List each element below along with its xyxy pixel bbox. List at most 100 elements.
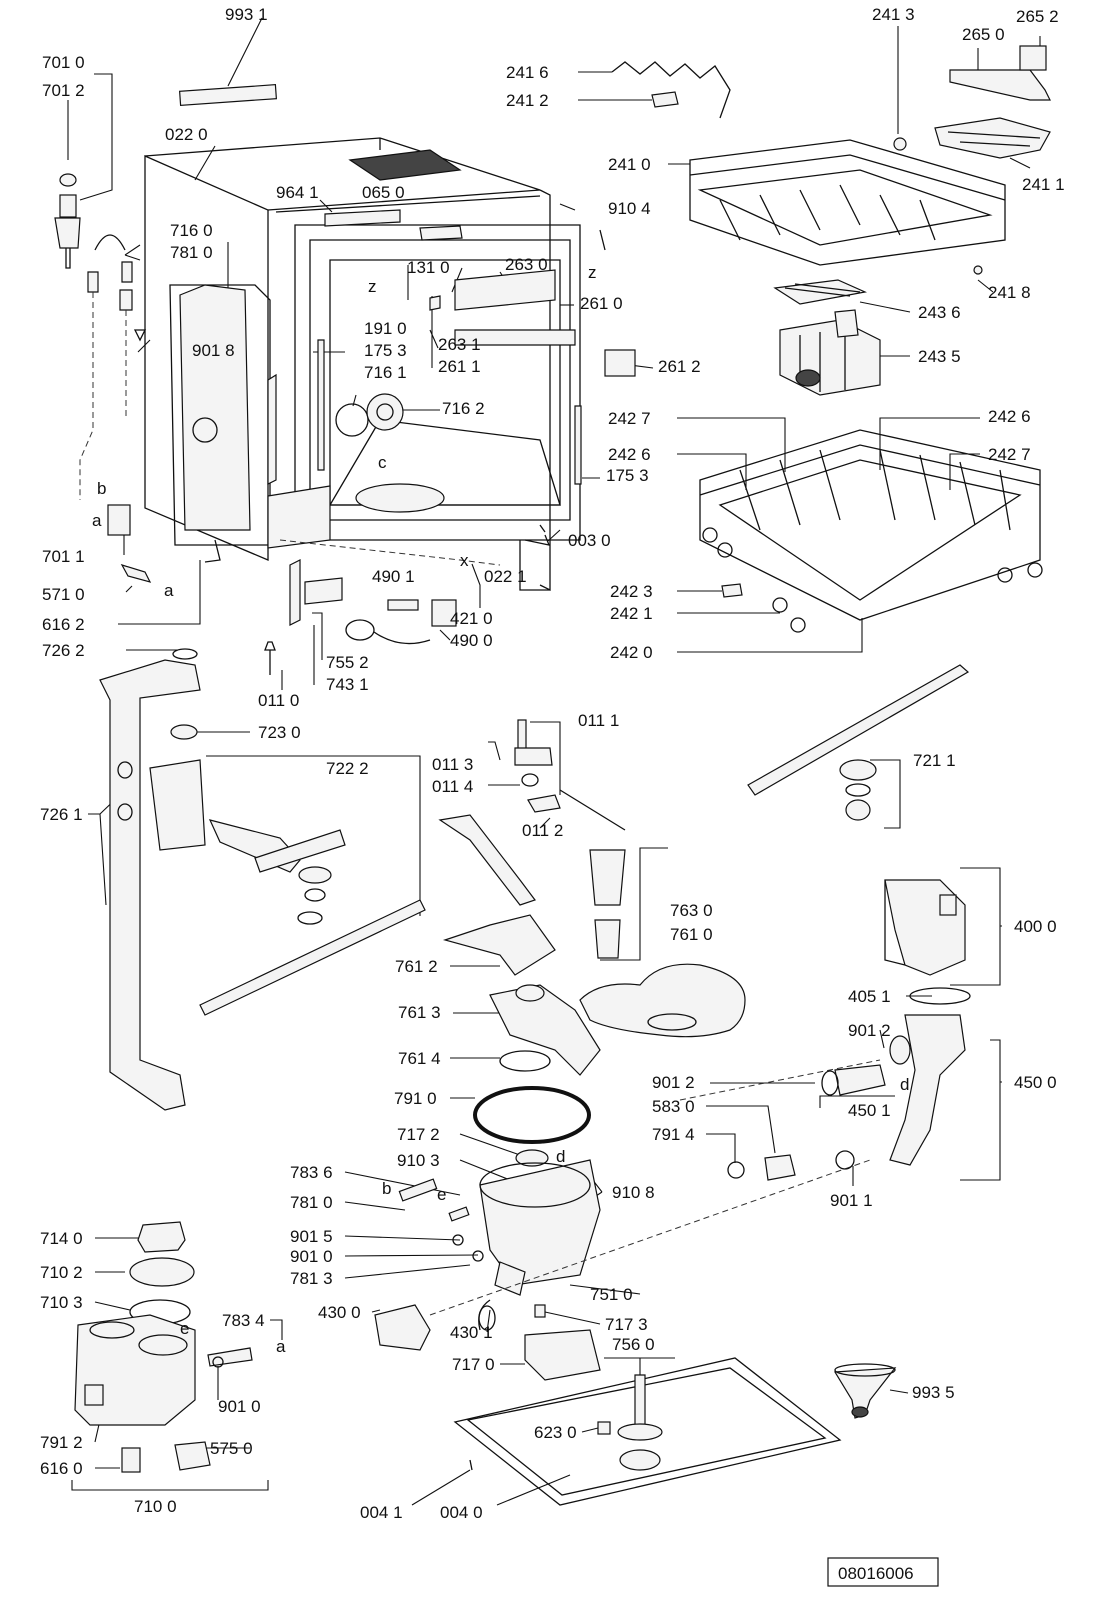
diagram-reference-code: 08016006 [827, 1557, 939, 1587]
part-number-labels: 993 1 701 0 701 2 022 0 964 1 065 0 910 … [40, 5, 1065, 1522]
part-label: 901 2 [652, 1073, 695, 1092]
part-label: 242 3 [610, 582, 653, 601]
part-label: 901 1 [830, 1191, 873, 1210]
part-label: 781 0 [290, 1193, 333, 1212]
part-label: 241 1 [1022, 175, 1065, 194]
upper-basket-drawing [611, 45, 1051, 396]
part-label: 761 4 [398, 1049, 441, 1068]
part-label: 756 0 [612, 1335, 655, 1354]
connection-letter: e [180, 1319, 189, 1338]
misc-parts-drawing [345, 295, 636, 645]
part-label: 783 6 [290, 1163, 333, 1182]
part-label: 241 2 [506, 91, 549, 110]
part-label: 131 0 [407, 258, 450, 277]
part-label: 726 1 [40, 805, 83, 824]
connection-letter: d [556, 1147, 565, 1166]
part-label: 701 2 [42, 81, 85, 100]
part-label: 701 0 [42, 53, 85, 72]
part-label: 421 0 [450, 609, 493, 628]
connection-letter: b [97, 479, 106, 498]
part-label: 011 4 [432, 777, 473, 796]
part-label: 571 0 [42, 585, 85, 604]
part-label: 241 3 [872, 5, 915, 24]
part-label: 583 0 [652, 1097, 695, 1116]
part-label: 781 0 [170, 243, 213, 262]
part-label: 781 3 [290, 1269, 333, 1288]
part-label: 004 1 [360, 1503, 403, 1522]
part-label: 993 1 [225, 5, 268, 24]
part-label: 011 2 [522, 821, 563, 840]
part-label: 450 1 [848, 1101, 891, 1120]
part-label: 004 0 [440, 1503, 483, 1522]
leader-lines [67, 17, 1041, 1506]
part-label: 964 1 [276, 183, 319, 202]
part-label: 242 6 [608, 445, 651, 464]
part-label: 726 2 [42, 641, 85, 660]
part-label: 993 5 [912, 1383, 955, 1402]
part-label: 910 4 [608, 199, 651, 218]
part-label: 717 0 [452, 1355, 495, 1374]
part-label: 716 0 [170, 221, 213, 240]
part-label: 430 0 [318, 1303, 361, 1322]
part-label: 450 0 [1014, 1073, 1057, 1092]
part-label: 490 1 [372, 567, 415, 586]
part-label: 716 2 [442, 399, 485, 418]
connection-letter: z [588, 263, 597, 282]
part-label: 901 8 [192, 341, 235, 360]
part-label: 575 0 [210, 1439, 253, 1458]
part-label: 261 2 [658, 357, 701, 376]
part-label: 791 4 [652, 1125, 695, 1144]
part-label: 910 8 [612, 1183, 655, 1202]
part-label: 243 5 [918, 347, 961, 366]
part-label: 003 0 [568, 531, 611, 550]
part-label: 265 2 [1016, 7, 1059, 26]
part-label: 011 1 [578, 711, 619, 730]
part-label: 791 2 [40, 1433, 83, 1452]
connection-letter: z [368, 277, 377, 296]
part-label: 011 0 [258, 691, 299, 710]
part-label: 714 0 [40, 1229, 83, 1248]
part-label: 430 1 [450, 1323, 493, 1342]
part-label: 616 2 [42, 615, 85, 634]
inlet-hose-drawing [54, 173, 152, 583]
part-label: 901 0 [218, 1397, 261, 1416]
part-label: 901 5 [290, 1227, 333, 1246]
part-label: 242 0 [610, 643, 653, 662]
connection-letter: a [164, 581, 174, 600]
part-label: 783 4 [222, 1311, 265, 1330]
part-label: 763 0 [670, 901, 713, 920]
sump-assembly-drawing [374, 719, 881, 1381]
part-label: 717 3 [605, 1315, 648, 1334]
part-label: 743 1 [326, 675, 369, 694]
part-label: 761 0 [670, 925, 713, 944]
part-label: 400 0 [1014, 917, 1057, 936]
connection-letter: x [460, 551, 469, 570]
part-label: 721 1 [913, 751, 956, 770]
reference-code-text: 08016006 [838, 1564, 914, 1583]
part-label: 616 0 [40, 1459, 83, 1478]
part-label: 710 3 [40, 1293, 83, 1312]
connection-letter: a [92, 511, 102, 530]
connection-letter-markers: a b b c d d e e a a x z z [92, 263, 909, 1356]
water-supply-pipe-drawing [99, 648, 426, 1111]
part-label: 011 3 [432, 755, 473, 774]
lower-basket-drawing [699, 429, 1043, 633]
tub-cabinet-drawing [144, 84, 606, 675]
part-label: 175 3 [606, 466, 649, 485]
part-label: 716 1 [364, 363, 407, 382]
part-label: 901 2 [848, 1021, 891, 1040]
connection-letter: e [437, 1185, 446, 1204]
part-label: 022 0 [165, 125, 208, 144]
part-label: 241 0 [608, 155, 651, 174]
part-label: 405 1 [848, 987, 891, 1006]
part-label: 263 1 [438, 335, 481, 354]
part-label: 242 7 [608, 409, 651, 428]
connection-letter: d [900, 1075, 909, 1094]
connection-letter: c [378, 453, 387, 472]
part-label: 710 0 [134, 1497, 177, 1516]
part-label: 490 0 [450, 631, 493, 650]
part-label: 241 8 [988, 283, 1031, 302]
part-label: 065 0 [362, 183, 405, 202]
